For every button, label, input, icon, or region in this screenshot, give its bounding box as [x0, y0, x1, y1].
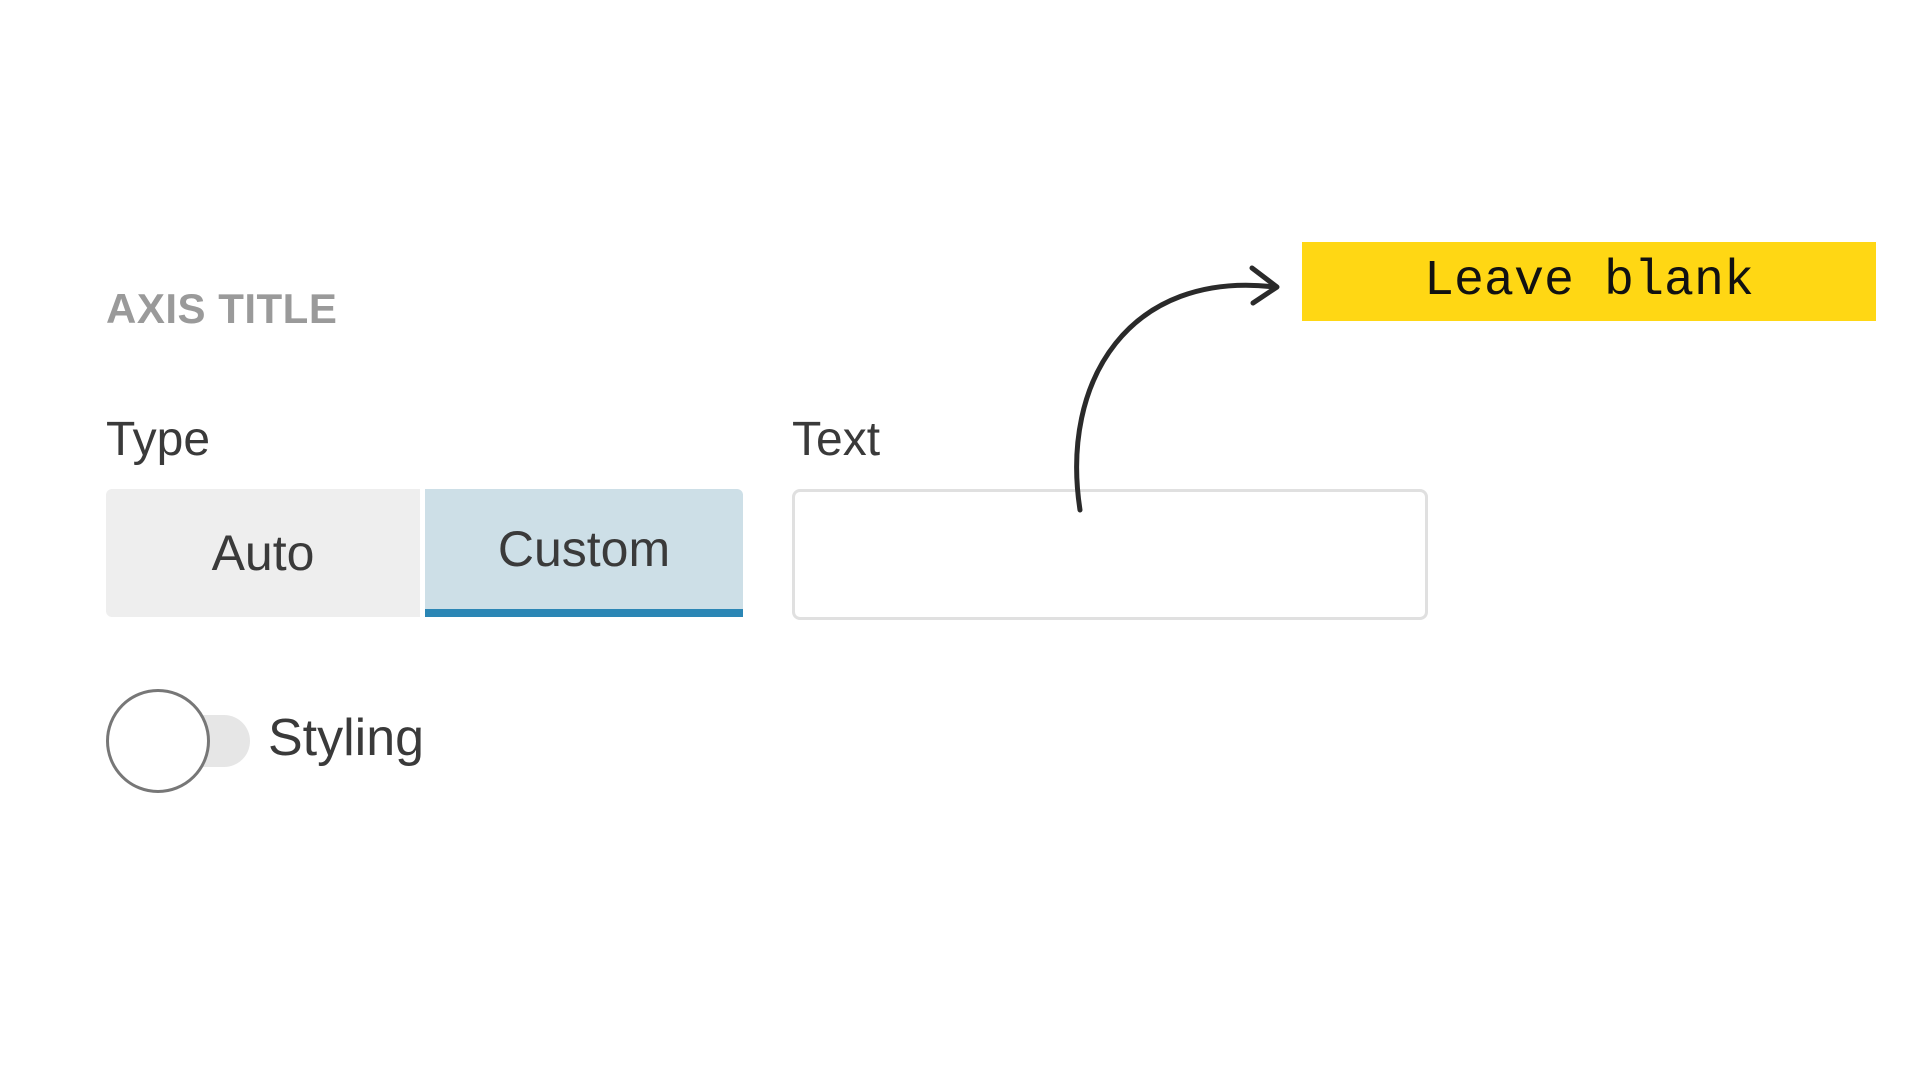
type-label: Type [106, 413, 211, 466]
toggle-knob [106, 689, 210, 793]
text-label: Text [792, 413, 881, 466]
styling-toggle-label: Styling [268, 709, 425, 767]
styling-toggle[interactable] [106, 689, 254, 793]
type-segmented-control: Auto Custom [106, 489, 743, 617]
type-option-auto[interactable]: Auto [106, 489, 420, 617]
type-option-custom[interactable]: Custom [425, 489, 743, 617]
axis-title-text-input[interactable] [792, 489, 1428, 620]
leave-blank-callout: Leave blank [1302, 242, 1876, 321]
section-title: AXIS TITLE [106, 285, 338, 332]
